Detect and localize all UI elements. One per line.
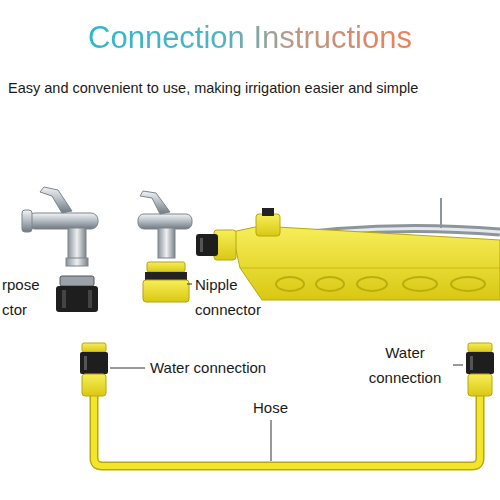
hose-connector [80, 343, 108, 396]
hose-connector [466, 343, 494, 396]
universal-connector [56, 276, 98, 312]
leader-line [453, 365, 463, 366]
part-label: rpose ctor [2, 272, 50, 322]
title: Connection Instructions [88, 20, 412, 55]
part-label: Nipple connector [195, 272, 275, 322]
leader-line [187, 284, 192, 285]
part-label: Hose [253, 398, 288, 418]
part-label: Water connection [150, 358, 266, 378]
oscillating-sprinkler [196, 198, 500, 300]
part-label: Water connection [358, 340, 452, 390]
leader-line [271, 420, 272, 461]
hose [94, 392, 480, 466]
title-text: Connection Instructions [0, 20, 500, 56]
nipple-connector [143, 262, 189, 302]
faucet [138, 191, 192, 258]
leader-line [110, 368, 145, 369]
faucet [22, 187, 98, 266]
subtitle: Easy and convenient to use, making irrig… [8, 78, 418, 98]
